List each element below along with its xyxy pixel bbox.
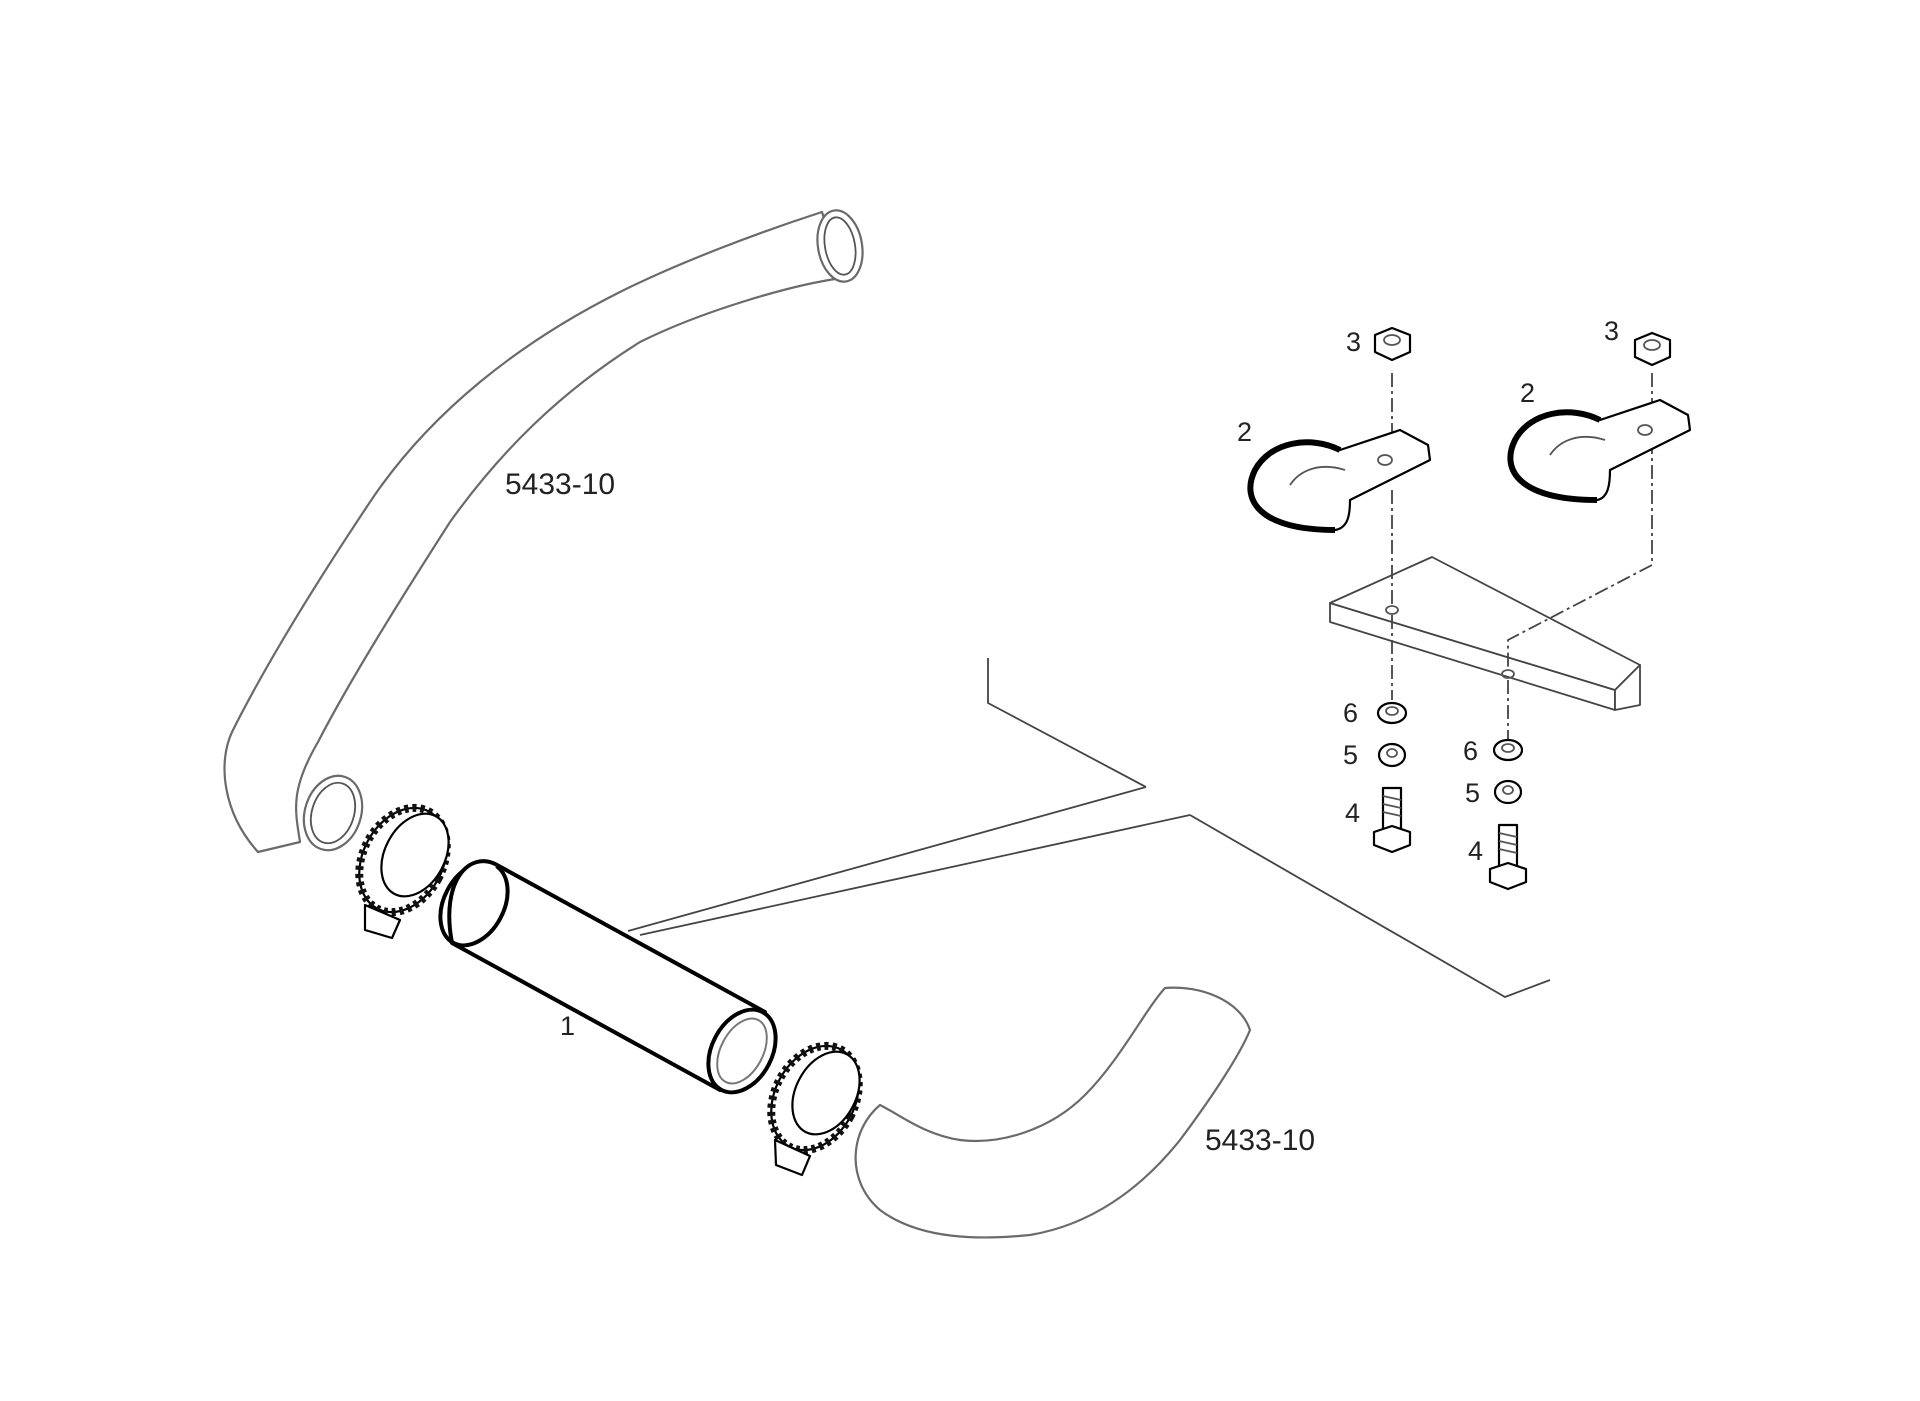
spring-washer-right — [1493, 779, 1523, 805]
washer-right — [1492, 738, 1524, 762]
leader-lines — [627, 658, 1551, 998]
washer-right-item-label: 6 — [1463, 736, 1478, 766]
hose-clamp-right — [767, 1041, 863, 1177]
nut-right-item-label: 3 — [1604, 316, 1619, 346]
upper-hose — [223, 209, 864, 854]
washer-left — [1376, 701, 1408, 725]
washer-left-item-label: 6 — [1343, 698, 1358, 728]
p-clip-right — [1507, 398, 1692, 503]
mounting-plate — [1329, 556, 1641, 711]
hose-ref-label-lower: 5433-10 — [1205, 1124, 1315, 1157]
nut-left — [1373, 326, 1412, 362]
p-clip-left — [1247, 428, 1432, 533]
spring-washer-right-item-label: 5 — [1465, 778, 1480, 808]
nut-right — [1633, 331, 1672, 367]
lower-hose — [854, 986, 1252, 1239]
hose-clamp-left — [355, 803, 451, 940]
bolt-right — [1488, 823, 1528, 891]
p-clip-left-item-label: 2 — [1237, 417, 1252, 447]
p-clip-right-item-label: 2 — [1520, 378, 1535, 408]
hose-ref-label-upper: 5433-10 — [505, 468, 615, 501]
bolt-left — [1372, 786, 1412, 854]
bolt-left-item-label: 4 — [1345, 798, 1360, 828]
bolt-right-item-label: 4 — [1468, 836, 1483, 866]
pipe — [438, 859, 778, 1095]
spring-washer-left — [1377, 742, 1407, 768]
nut-left-item-label: 3 — [1346, 327, 1361, 357]
pipe-item-label: 1 — [560, 1011, 575, 1041]
spring-washer-left-item-label: 5 — [1343, 740, 1358, 770]
